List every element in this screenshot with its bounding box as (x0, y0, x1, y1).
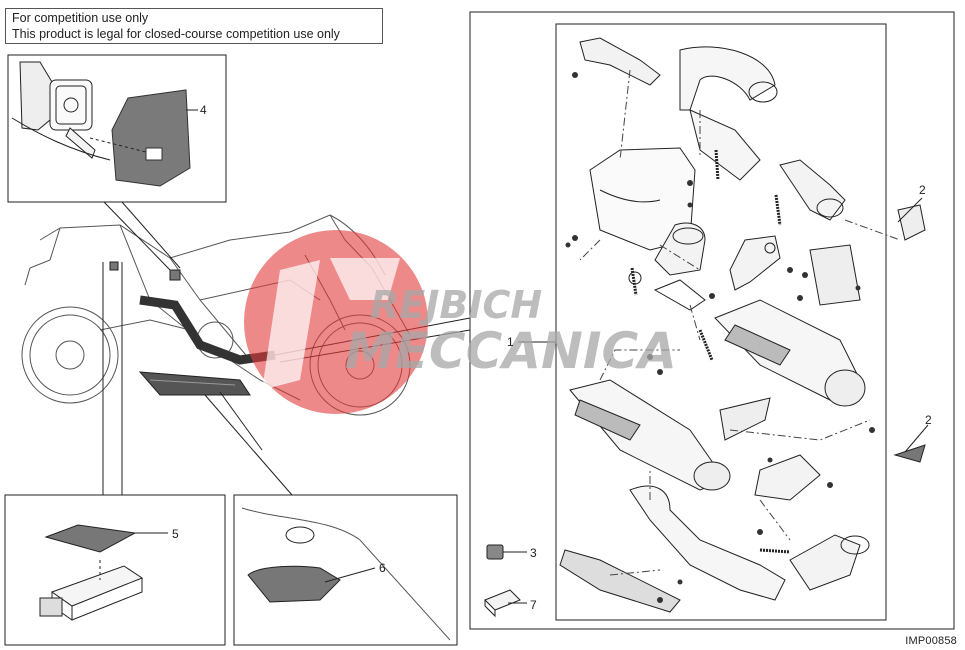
notice-line-1: For competition use only (12, 11, 149, 25)
callout-3: 3 (530, 546, 537, 560)
watermark-logo: REJBICH MECCANICA (244, 230, 677, 414)
competition-notice: For competition use only This product is… (5, 8, 383, 44)
watermark-line-2: MECCANICA (345, 322, 677, 380)
main-kit-box (469, 11, 955, 630)
fairing-hole (285, 526, 315, 544)
notice-line-2: This product is legal for closed-course … (12, 27, 340, 41)
callout-1: 1 (507, 335, 514, 349)
tank-cap-detail (11, 61, 111, 161)
callout-2-lower: 2 (925, 413, 932, 427)
callout-4: 4 (200, 103, 207, 117)
callout-5: 5 (172, 527, 179, 541)
callout-7: 7 (530, 598, 537, 612)
pad-6 (247, 565, 341, 603)
fairing-edge (241, 507, 451, 641)
callout-2-upper: 2 (919, 183, 926, 197)
callout-6: 6 (379, 561, 386, 575)
diagram-code: IMP00858 (905, 635, 957, 647)
kit-inner-box (555, 23, 887, 621)
watermark-line-1: REJBICH (370, 283, 542, 327)
tank-location-marker (169, 269, 181, 281)
exhaust-kit-exploded-view (484, 37, 926, 618)
ecu-module (39, 560, 144, 621)
cover-plate-4 (89, 89, 191, 187)
ecu-location-marker (109, 261, 119, 271)
detail-box-6 (233, 494, 458, 646)
detail-box-5 (4, 494, 226, 646)
detail-box-4 (7, 54, 227, 203)
pad-5 (44, 524, 137, 553)
